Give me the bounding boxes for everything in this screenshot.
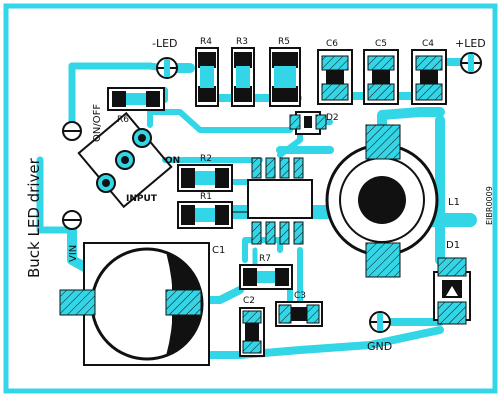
board-title: Buck LED driver	[25, 157, 43, 278]
label-r3: R3	[236, 37, 248, 47]
label-on-off: ON/OFF	[92, 104, 103, 142]
label-c4: C4	[422, 39, 434, 49]
label-led-minus: -LED	[152, 37, 178, 50]
resistor-r7	[239, 264, 293, 290]
pad-gnd	[369, 311, 391, 333]
inductor-l1	[325, 124, 439, 278]
capacitor-c6	[317, 49, 353, 105]
label-c3: C3	[294, 291, 306, 301]
resistor-r1	[177, 201, 233, 229]
label-d2: D2	[326, 113, 339, 123]
pad-on-off	[62, 121, 82, 141]
capacitor-c3	[275, 301, 323, 327]
resistor-r3	[231, 47, 255, 107]
diode-d2	[289, 111, 327, 135]
label-input: INPUT	[126, 194, 158, 204]
capacitor-c2	[239, 307, 265, 357]
board-side-code: EIBR0009	[485, 186, 494, 225]
label-c6: C6	[326, 39, 338, 49]
label-c2: C2	[243, 296, 255, 306]
resistor-r6	[107, 87, 165, 111]
label-r5: R5	[278, 37, 290, 47]
label-r4: R4	[200, 37, 212, 47]
label-r1: R1	[200, 192, 212, 202]
capacitor-c1	[59, 242, 210, 366]
label-d1: D1	[446, 240, 460, 251]
pad-vin	[62, 210, 82, 230]
label-led-plus: +LED	[455, 37, 486, 50]
label-r2: R2	[200, 154, 212, 164]
pad-led-plus	[460, 52, 482, 74]
label-r6: R6	[117, 115, 129, 125]
capacitor-c4	[411, 49, 447, 105]
label-r7: R7	[259, 254, 271, 264]
label-l1: L1	[448, 197, 460, 208]
label-on: ON	[165, 156, 180, 166]
label-c5: C5	[375, 39, 387, 49]
resistor-r5	[269, 47, 301, 107]
ic-controller	[230, 157, 313, 245]
resistor-r2	[177, 164, 233, 192]
pad-led-minus	[156, 57, 178, 79]
diode-d1	[433, 257, 471, 325]
capacitor-c5	[363, 49, 399, 105]
label-vin: VIN	[68, 245, 79, 262]
label-gnd: GND	[367, 340, 392, 353]
connector-input	[77, 111, 173, 209]
label-c1: C1	[212, 245, 225, 256]
resistor-r4	[195, 47, 219, 107]
